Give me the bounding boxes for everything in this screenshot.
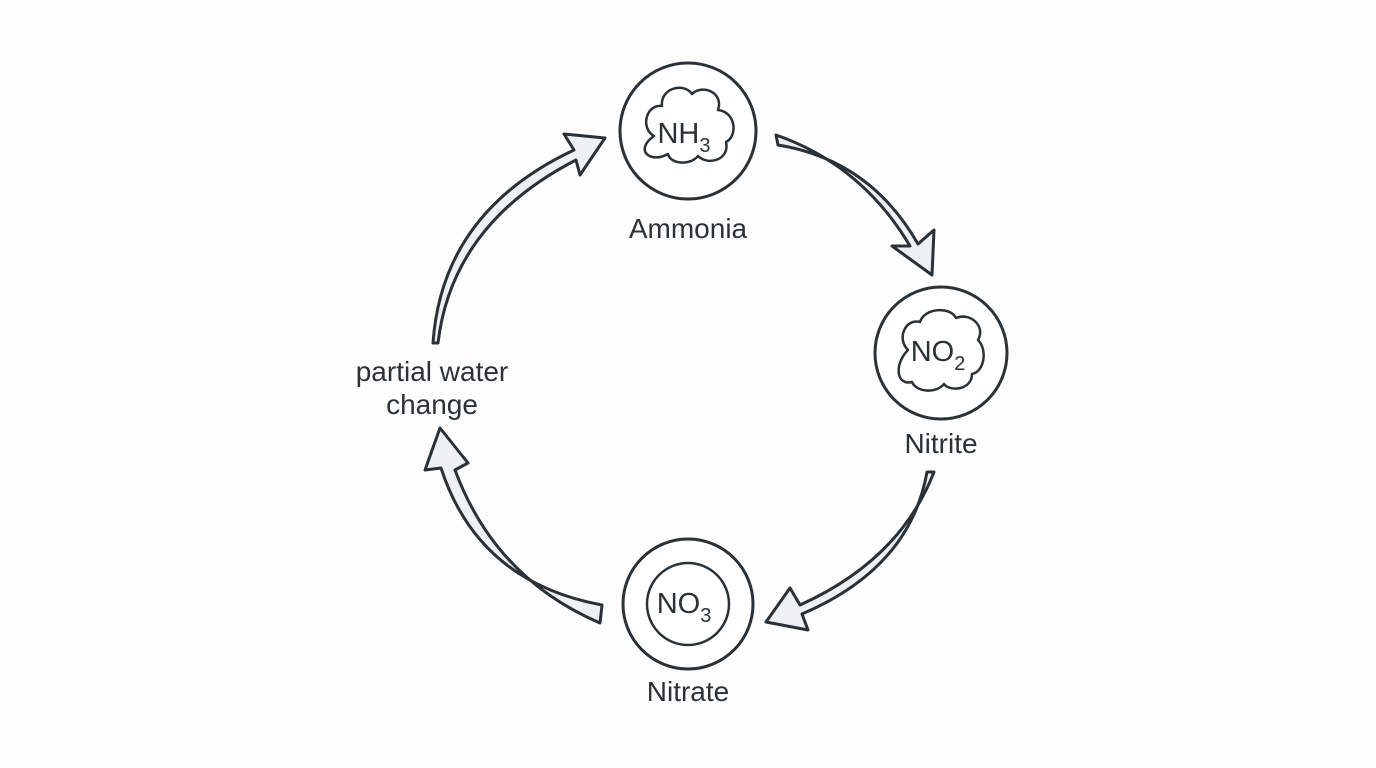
arrow-ammonia-to-nitrite [774, 133, 936, 277]
ring-icon [645, 561, 731, 647]
node-nitrite-formula-sub: 2 [954, 353, 965, 375]
node-nitrate: NO3 Nitrate [621, 537, 755, 707]
node-nitrate-formula: NO3 [657, 588, 712, 627]
node-nitrate-formula-main: NO [657, 588, 701, 620]
cloud-icon [897, 309, 985, 392]
arrow-nitrate-to-water-change [423, 426, 604, 625]
node-nitrite-label: Nitrite [904, 428, 977, 459]
node-ammonia-formula-main: NH [657, 118, 699, 150]
node-ammonia: NH3 Ammonia [618, 61, 758, 244]
node-ammonia-formula-sub: 3 [699, 135, 710, 157]
node-nitrite-formula: NO2 [911, 336, 966, 375]
cloud-icon [643, 86, 735, 164]
node-nitrite-formula-main: NO [911, 336, 955, 368]
step-label-line-2: change [386, 389, 478, 420]
arrow-nitrite-to-nitrate [764, 470, 936, 632]
step-label-water-change: partial water change [356, 356, 509, 420]
node-ammonia-label: Ammonia [629, 213, 748, 244]
node-nitrate-label: Nitrate [647, 676, 729, 707]
node-nitrate-formula-sub: 3 [700, 605, 711, 627]
step-label-line-1: partial water [356, 356, 509, 387]
node-ammonia-formula: NH3 [657, 118, 710, 157]
arrow-water-change-to-ammonia [431, 132, 607, 345]
node-nitrite: NO2 Nitrite [873, 285, 1009, 459]
